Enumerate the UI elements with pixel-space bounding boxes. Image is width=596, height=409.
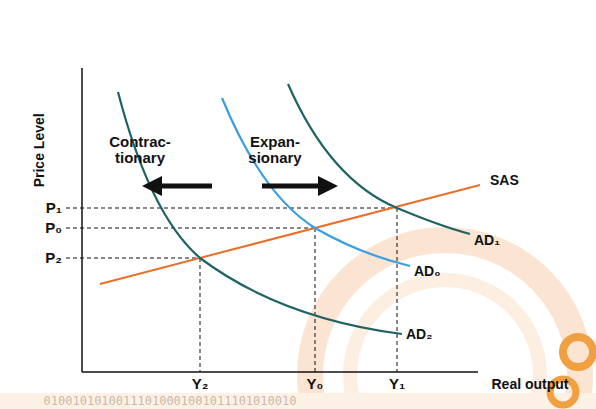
contraction-arrow <box>150 184 212 189</box>
ad0-curve <box>222 98 410 266</box>
policy-label: Contrac- tionary <box>104 134 176 166</box>
policy-label: Expan- sionary <box>242 134 308 166</box>
curve-label: SAS <box>490 173 519 188</box>
curve-label: AD₁ <box>474 233 500 248</box>
expansion-arrow <box>262 184 330 189</box>
guide-lines <box>66 208 397 372</box>
price-label: P₂ <box>45 250 62 266</box>
binary-watermark: 01001010100111010001001011101010010 <box>44 395 297 408</box>
background-decoration <box>0 240 596 409</box>
ad2-curve <box>118 92 402 334</box>
axis-title: Real output <box>492 377 569 392</box>
output-label: Y₂ <box>192 376 209 392</box>
price-label: P₁ <box>46 200 62 216</box>
ad1-curve <box>288 84 470 234</box>
output-label: Y₁ <box>389 376 405 392</box>
axes <box>82 68 478 372</box>
curve-label: AD₀ <box>414 264 441 279</box>
price-label: P₀ <box>45 220 62 236</box>
curve-label: AD₂ <box>406 327 432 342</box>
axis-title: Price Level <box>32 113 47 187</box>
output-label: Y₀ <box>307 376 324 392</box>
